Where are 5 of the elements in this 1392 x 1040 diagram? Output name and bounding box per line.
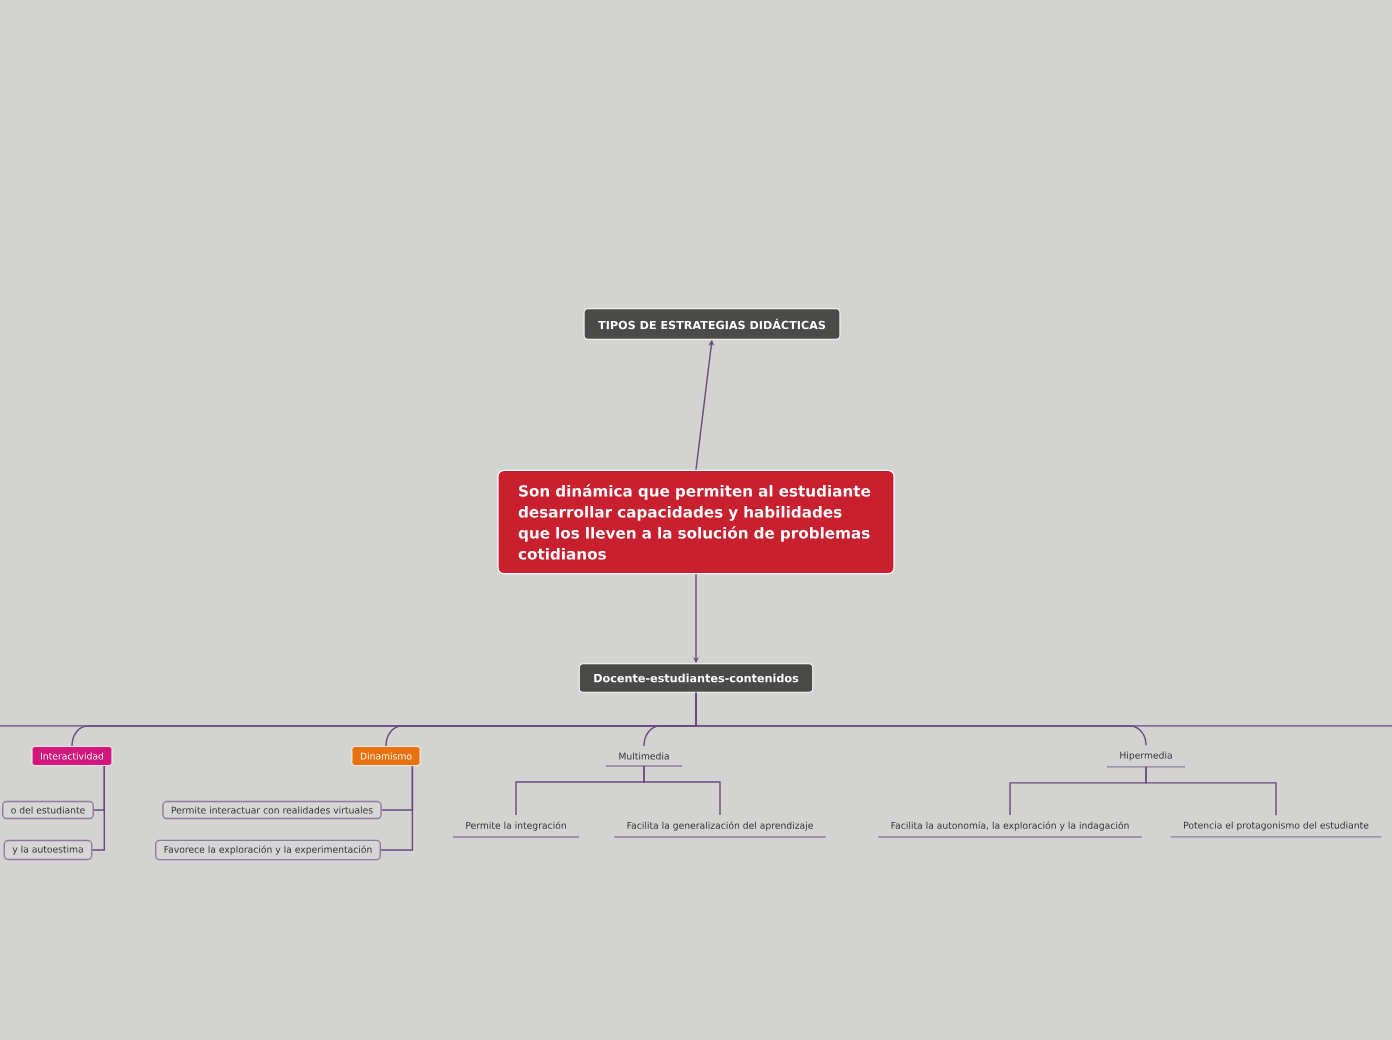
connector	[380, 765, 414, 851]
connector	[91, 765, 105, 851]
connector	[643, 765, 721, 816]
connector	[1145, 766, 1277, 816]
connector	[695, 692, 1147, 746]
